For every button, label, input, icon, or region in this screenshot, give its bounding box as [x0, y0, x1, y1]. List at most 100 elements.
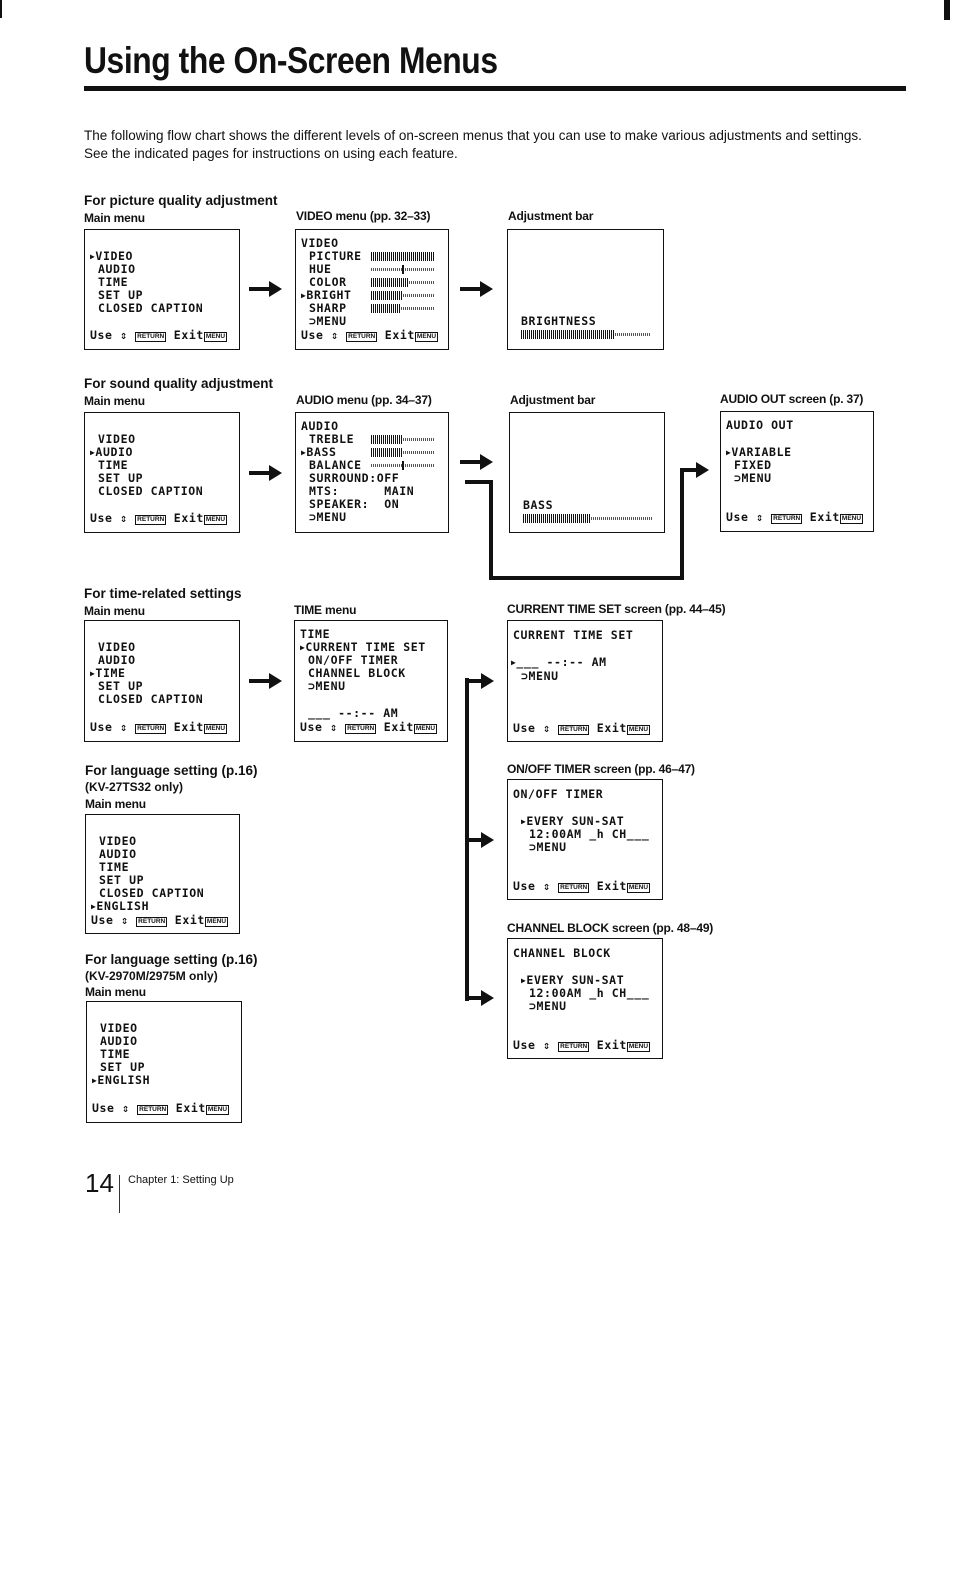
- current-time-menu: ⊃MENU: [521, 669, 559, 683]
- time-menu-screen: TIME ▶CURRENT TIME SET ON/OFF TIMER CHAN…: [294, 620, 448, 742]
- menu-item-setup: SET UP: [98, 288, 144, 302]
- menu-item-closed-caption: CLOSED CAPTION: [99, 886, 205, 900]
- back-icon: ⊃: [529, 999, 537, 1013]
- sound-main-menu-label: Main menu: [84, 394, 145, 408]
- flow-connector: [489, 576, 684, 580]
- updown-icon: ⇕: [120, 328, 128, 342]
- menu-button-icon: MENU: [413, 724, 438, 734]
- on-off-timer-menu: ⊃MENU: [529, 840, 567, 854]
- back-icon: ⊃: [309, 510, 317, 524]
- pointer-icon: ▶: [92, 1076, 98, 1085]
- channel-block-header: CHANNEL BLOCK: [513, 946, 611, 960]
- menu-button-icon: MENU: [203, 332, 228, 342]
- menu-item-closed-caption: CLOSED CAPTION: [98, 301, 204, 315]
- flow-arrow-right-icon: [465, 673, 494, 689]
- sound-section-title: For sound quality adjustment: [84, 376, 274, 391]
- updown-icon: ⇕: [543, 721, 551, 735]
- menu-item-video: VIDEO: [100, 1021, 138, 1035]
- updown-icon: ⇕: [756, 510, 764, 524]
- menu-button-icon: MENU: [626, 1042, 651, 1052]
- back-icon: ⊃: [529, 840, 537, 854]
- title-rule: [84, 86, 906, 91]
- flow-connector: [489, 480, 493, 580]
- adjustment-name: BASS: [523, 498, 554, 512]
- time-main-menu-screen: VIDEO AUDIO ▶TIME SET UP CLOSED CAPTION …: [84, 620, 240, 742]
- audio-item-menu: ⊃MENU: [309, 510, 347, 524]
- hue-level-bar: [371, 265, 435, 274]
- audio-out-menu: ⊃MENU: [734, 471, 772, 485]
- crop-mark-left: [0, 0, 2, 18]
- flow-arrow-right-icon: [460, 281, 493, 297]
- back-icon: ⊃: [309, 314, 317, 328]
- return-button-icon: RETURN: [346, 332, 378, 342]
- video-menu-screen: VIDEO PICTURE HUE COLOR ▶BRIGHT SHARP ⊃M…: [295, 229, 449, 350]
- channel-block-time: 12:00AM _h CH___: [529, 986, 650, 1000]
- time-item-on-off-timer: ON/OFF TIMER: [308, 653, 399, 667]
- bass-level-bar: [371, 448, 435, 457]
- menu-item-time: TIME: [100, 1047, 131, 1061]
- current-time-set-screen: CURRENT TIME SET ▶___ --:-- AM ⊃MENU Use…: [507, 620, 663, 742]
- flow-arrow-right-icon: [460, 454, 493, 470]
- clock-display: ___ --:-- AM: [308, 706, 399, 720]
- pointer-icon: ▶: [301, 448, 307, 457]
- picture-level-bar: [371, 252, 435, 261]
- language-main-menu-screen: VIDEO AUDIO TIME SET UP CLOSED CAPTION ▶…: [85, 814, 240, 934]
- pointer-icon: ▶: [90, 448, 96, 457]
- back-icon: ⊃: [734, 471, 742, 485]
- menu-item-time: TIME: [99, 860, 130, 874]
- time-item-channel-block: CHANNEL BLOCK: [308, 666, 406, 680]
- return-button-icon: RETURN: [771, 514, 803, 524]
- adjustment-name: BRIGHTNESS: [521, 314, 597, 328]
- return-button-icon: RETURN: [135, 515, 167, 525]
- pointer-icon: ▶: [301, 291, 307, 300]
- video-item-picture: PICTURE: [309, 249, 362, 263]
- brightness-level-bar: [521, 330, 651, 339]
- menu-item-audio: AUDIO: [99, 847, 137, 861]
- updown-icon: ⇕: [121, 913, 129, 927]
- updown-icon: ⇕: [543, 1038, 551, 1052]
- audio-item-mts: MTS: MAIN: [309, 484, 415, 498]
- flow-arrow-right-icon: [680, 462, 709, 478]
- bright-level-bar: [371, 291, 435, 300]
- treble-level-bar: [371, 435, 435, 444]
- on-off-timer-time: 12:00AM _h CH___: [529, 827, 650, 841]
- video-item-bright: ▶BRIGHT: [301, 288, 352, 302]
- audio-item-balance: BALANCE: [309, 458, 362, 472]
- channel-block-label: CHANNEL BLOCK screen (pp. 48–49): [507, 921, 714, 935]
- channel-block-menu: ⊃MENU: [529, 999, 567, 1013]
- audio-out-label: AUDIO OUT screen (p. 37): [720, 392, 864, 406]
- menu-item-setup: SET UP: [98, 471, 144, 485]
- menu-button-icon: MENU: [626, 883, 651, 893]
- menu-button-icon: MENU: [626, 725, 651, 735]
- intro-paragraph: The following flow chart shows the diffe…: [84, 128, 862, 161]
- menu-item-time: TIME: [98, 458, 129, 472]
- on-off-timer-header: ON/OFF TIMER: [513, 787, 604, 801]
- menu-item-english: ▶ENGLISH: [91, 899, 150, 913]
- page-title: Using the On-Screen Menus: [84, 40, 498, 81]
- return-button-icon: RETURN: [137, 1105, 169, 1115]
- picture-main-menu-label: Main menu: [84, 211, 145, 225]
- sound-main-menu-screen: VIDEO ▶AUDIO TIME SET UP CLOSED CAPTION …: [84, 412, 240, 533]
- on-off-timer-screen: ON/OFF TIMER ▶EVERY SUN-SAT 12:00AM _h C…: [507, 779, 663, 900]
- pointer-icon: ▶: [300, 643, 306, 652]
- chapter-label: Chapter 1: Setting Up: [128, 1174, 234, 1186]
- channel-block-days: ▶EVERY SUN-SAT: [521, 973, 625, 987]
- flow-connector: [680, 468, 684, 580]
- menu-item-setup: SET UP: [99, 873, 145, 887]
- return-button-icon: RETURN: [558, 725, 590, 735]
- pointer-icon: ▶: [511, 658, 517, 667]
- menu-button-icon: MENU: [203, 515, 228, 525]
- menu-item-audio: AUDIO: [98, 262, 136, 276]
- current-time-set-header: CURRENT TIME SET: [513, 628, 634, 642]
- page-number: 14: [85, 1168, 114, 1198]
- language-model-note: (KV-27TS32 only): [85, 780, 184, 794]
- video-item-hue: HUE: [309, 262, 332, 276]
- menu-button-icon: MENU: [203, 724, 228, 734]
